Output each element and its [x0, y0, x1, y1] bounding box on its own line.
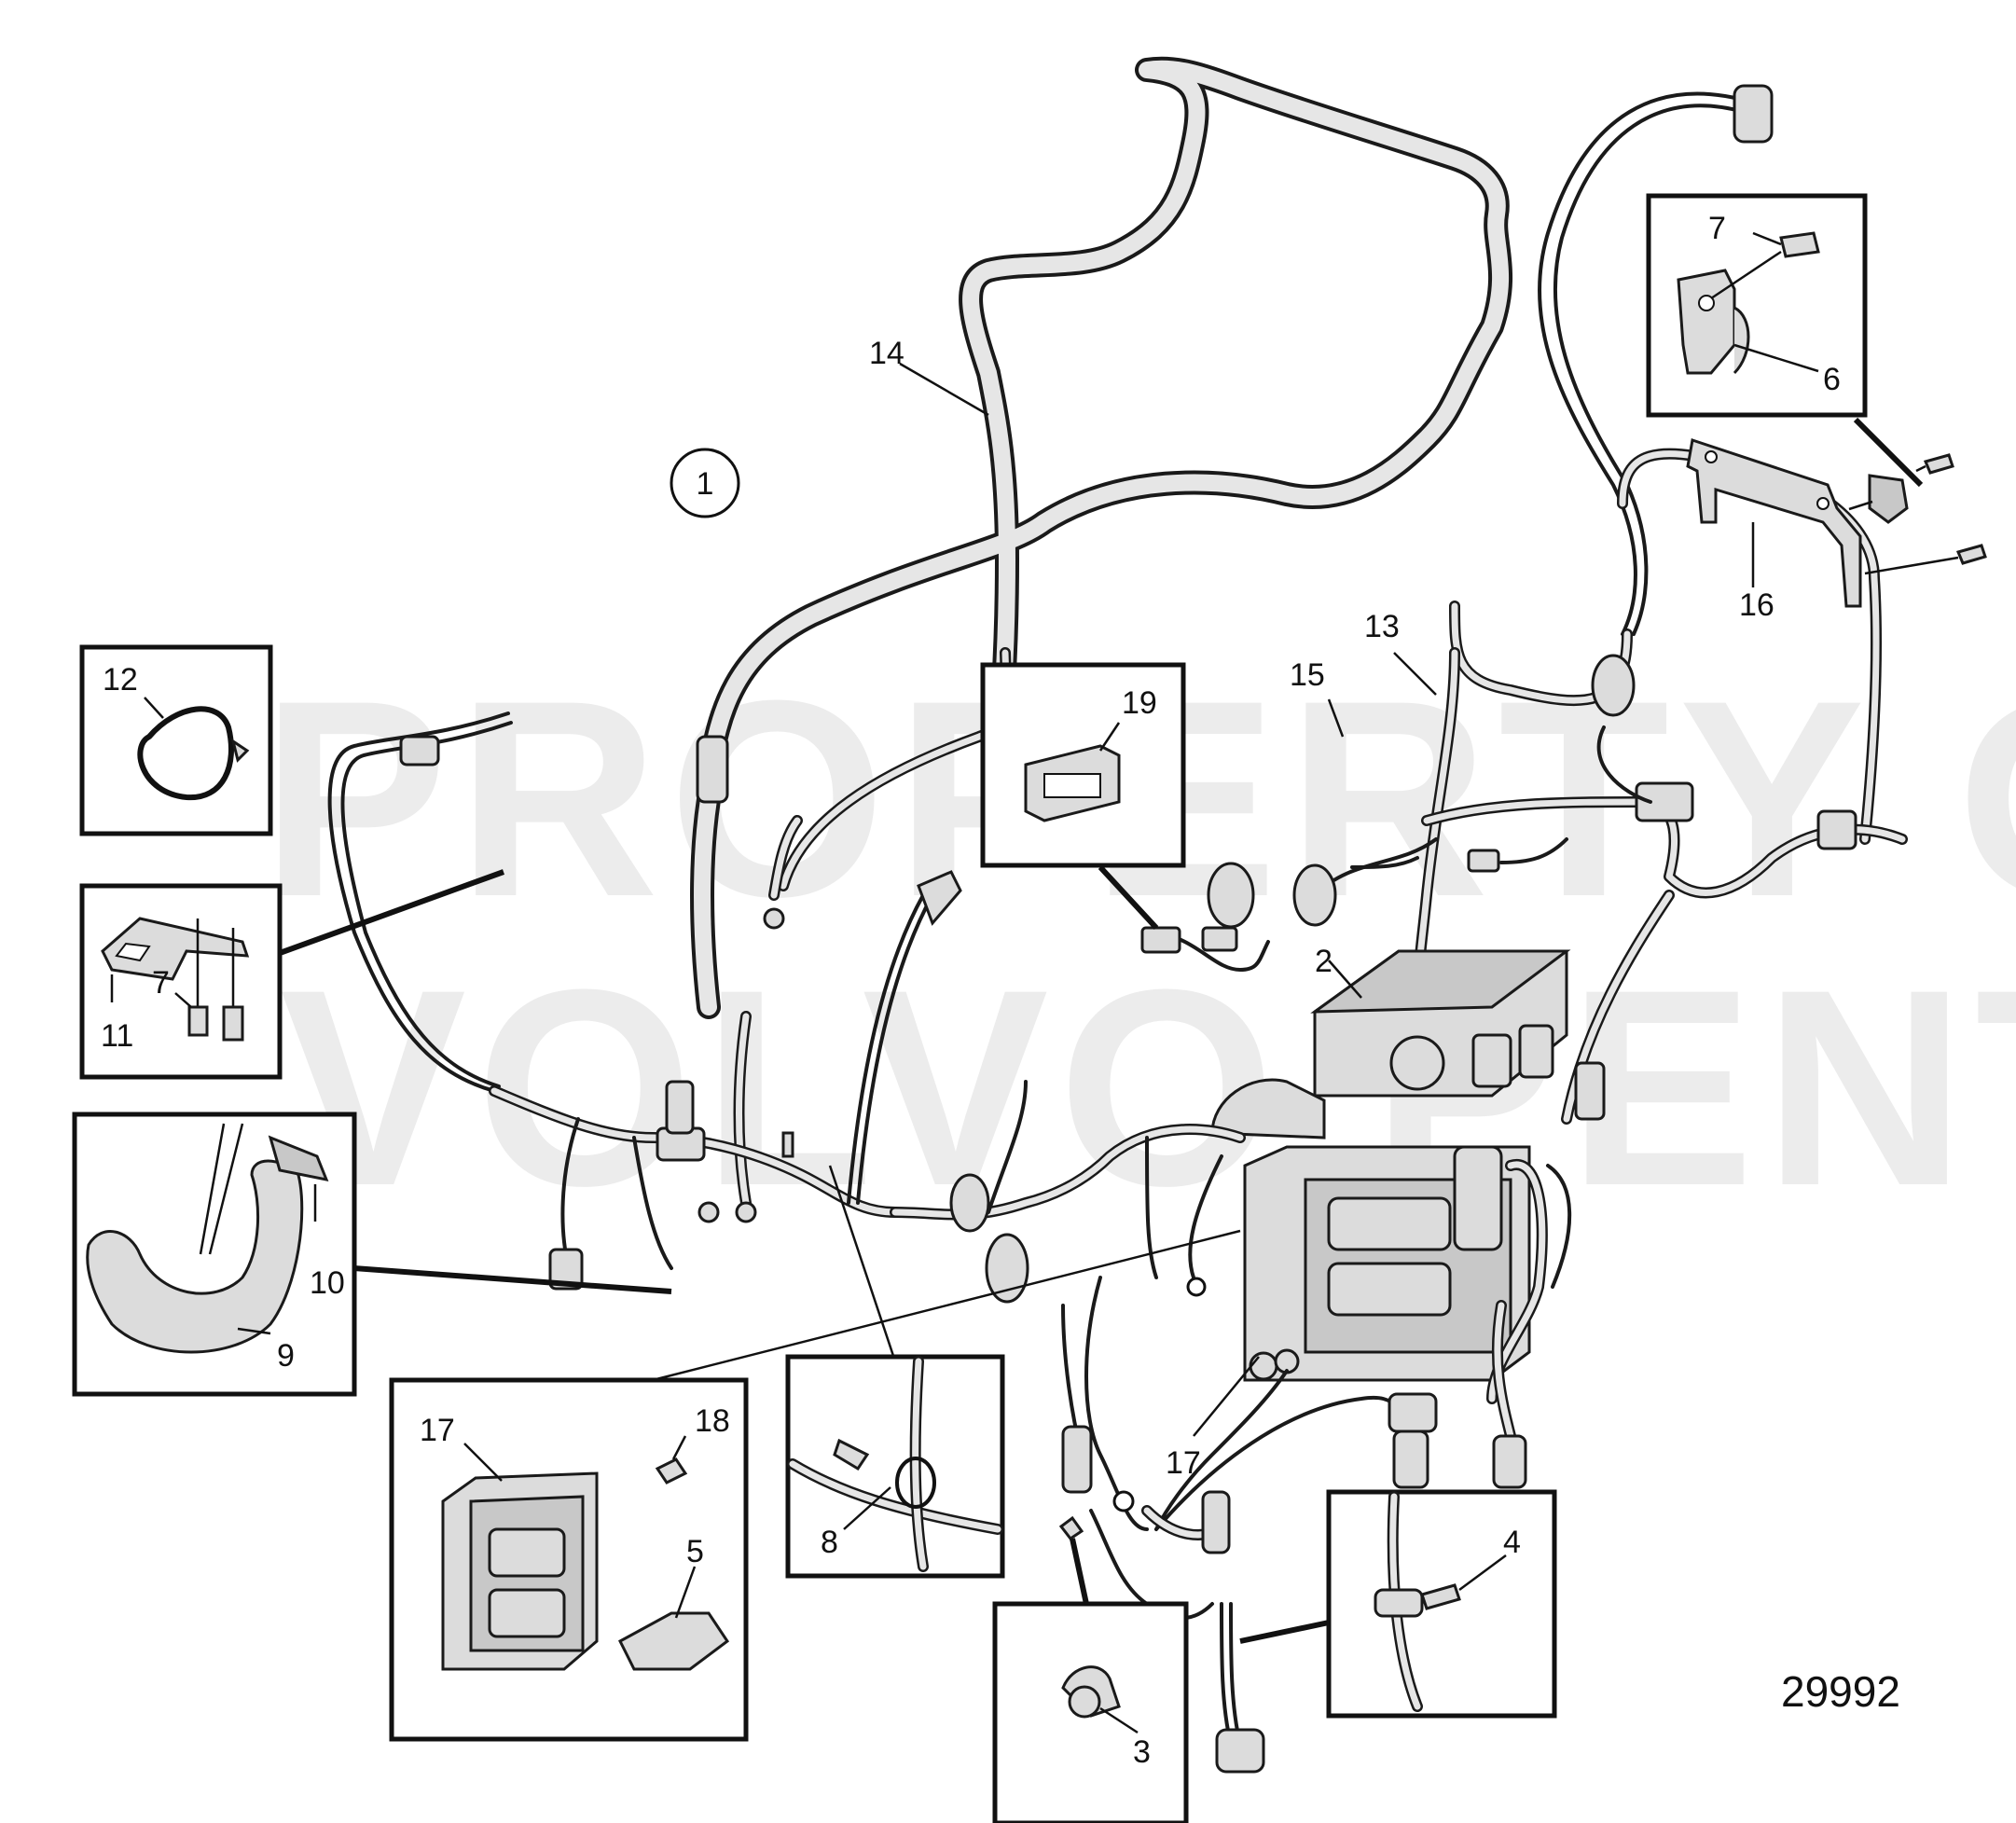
callout-8: 8 [821, 1525, 838, 1560]
connector [1215, 1728, 1265, 1774]
callout-5: 5 [686, 1534, 704, 1569]
inset-9-10 [72, 1112, 357, 1397]
ring-terminal [1186, 1277, 1207, 1297]
connector [985, 1233, 1029, 1304]
ring-terminal [697, 1201, 720, 1223]
callout-18: 18 [695, 1403, 730, 1439]
inset-11-7 [79, 883, 283, 1080]
callout-7-left: 7 [152, 965, 170, 1001]
engine-control-unit [1210, 949, 1606, 1404]
sensor-connector [1733, 84, 1774, 144]
connector [1392, 1429, 1429, 1489]
connector [665, 1080, 695, 1135]
callout-15: 15 [1290, 657, 1325, 693]
callout-13: 13 [1364, 609, 1400, 644]
bolt [1955, 544, 1987, 565]
bolt [781, 1131, 794, 1158]
ring-terminal [735, 1201, 757, 1223]
callout-4: 4 [1503, 1525, 1521, 1560]
inset-7-6 [1646, 193, 1868, 418]
callout-17-inset: 17 [420, 1413, 455, 1448]
connector [1388, 1392, 1438, 1433]
inset-17-18-5 [389, 1377, 749, 1742]
callout-9: 9 [277, 1338, 295, 1374]
harness-junction [1635, 781, 1694, 822]
connector [548, 1248, 584, 1291]
connector [917, 870, 962, 926]
callout-17-main: 17 [1166, 1445, 1201, 1481]
left-sub-harness [327, 711, 1270, 1304]
ring-terminal [763, 907, 785, 930]
callout-10: 10 [310, 1265, 345, 1301]
inset-8 [785, 1354, 1005, 1579]
mounting-bracket [1210, 1078, 1326, 1139]
callout-2: 2 [1315, 944, 1332, 979]
inset-19 [980, 662, 1186, 868]
lower-connectors [1058, 1276, 1527, 1774]
sensor-connector [399, 735, 440, 766]
bracket-16 [1686, 438, 1987, 608]
illustration-number: 29992 [1781, 1667, 1900, 1716]
connector [1201, 926, 1238, 952]
connector [1207, 862, 1255, 929]
callout-7-top: 7 [1708, 211, 1726, 246]
callout-11: 11 [101, 1018, 133, 1054]
callout-labels: 14 19 13 15 16 7 6 12 7 11 10 9 2 17 17 … [101, 211, 1841, 1770]
callout-16: 16 [1739, 587, 1774, 623]
connector [1140, 926, 1181, 954]
callout-12: 12 [103, 662, 138, 697]
sleeve [1201, 1490, 1231, 1554]
bolt [1923, 453, 1954, 475]
connector [1591, 654, 1636, 717]
connector [1492, 1434, 1527, 1489]
callout-14: 14 [869, 336, 904, 371]
callout-3: 3 [1133, 1734, 1151, 1770]
group-marker: 1 [670, 448, 740, 518]
clip-3 [1058, 1515, 1084, 1541]
inset-12 [79, 644, 273, 836]
box-pointers [278, 417, 1924, 1644]
clamp-6 [1868, 474, 1909, 524]
connector [1061, 1425, 1093, 1494]
connector [949, 1173, 990, 1233]
harness-junction [1816, 809, 1857, 850]
inset-4 [1326, 1489, 1557, 1719]
hose-sleeve [696, 735, 729, 804]
connector [1467, 849, 1500, 873]
ring-terminal [1112, 1490, 1135, 1512]
group-marker-label: 1 [697, 466, 714, 502]
callout-leads [652, 362, 1755, 1437]
inset-3 [992, 1601, 1189, 1823]
connector [1292, 863, 1337, 927]
callout-19: 19 [1122, 685, 1157, 721]
callout-6: 6 [1823, 362, 1841, 397]
